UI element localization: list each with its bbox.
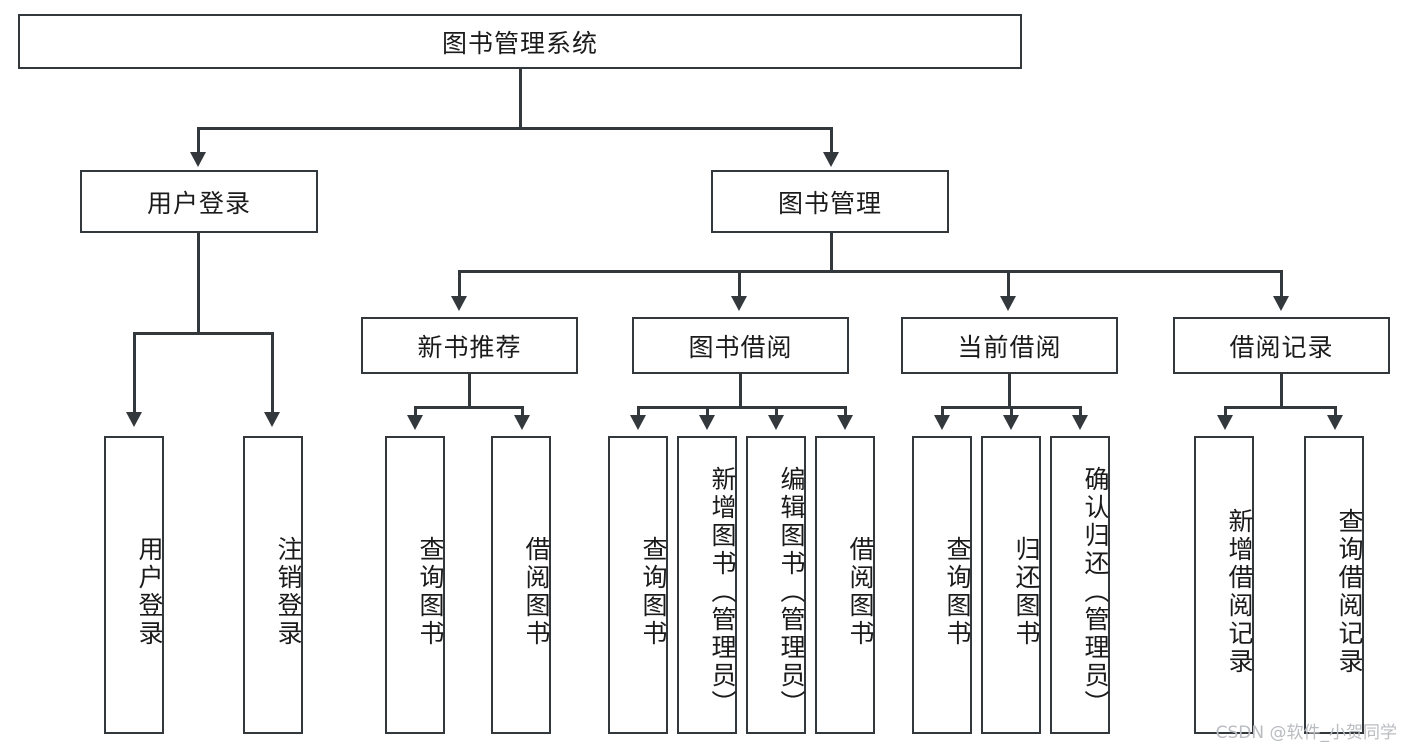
arrowhead-leaf-logout bbox=[264, 412, 280, 427]
edge-root-stem bbox=[519, 69, 522, 129]
leaf-cb-return-book[interactable]: 归还图书 bbox=[981, 436, 1041, 734]
edge-borrow-record-bus bbox=[1224, 406, 1337, 409]
edge-level2-bus bbox=[197, 127, 833, 130]
arrowhead-leaf-user-login bbox=[126, 412, 142, 427]
edge-drop-cb-leaf1 bbox=[941, 406, 944, 420]
leaf-bb-add-book-admin[interactable]: 新增图书（管理员） bbox=[677, 436, 737, 734]
node-label: 当前借阅 bbox=[957, 332, 1062, 362]
node-label: 查询图书 bbox=[416, 536, 445, 648]
arrowhead-br-leaf1 bbox=[1217, 415, 1233, 430]
arrowhead-nb-leaf2 bbox=[514, 415, 530, 430]
node-label: 图书管理系统 bbox=[441, 28, 598, 58]
edge-new-book-bus bbox=[414, 406, 524, 409]
leaf-bb-borrow-book[interactable]: 借阅图书 bbox=[815, 436, 875, 734]
node-label: 借阅图书 bbox=[522, 536, 551, 648]
edge-drop-nb-leaf2 bbox=[521, 406, 524, 420]
leaf-cb-confirm-return-admin[interactable]: 确认归还（管理员） bbox=[1050, 436, 1110, 734]
edge-drop-borrow-record bbox=[1280, 270, 1283, 300]
node-label: 归还图书 bbox=[1012, 536, 1041, 648]
node-label: 查询图书 bbox=[639, 536, 668, 648]
leaf-bb-query-book[interactable]: 查询图书 bbox=[608, 436, 668, 734]
node-label: 新增借阅记录 bbox=[1225, 508, 1254, 676]
edge-drop-book-management bbox=[830, 127, 833, 157]
arrowhead-cb-leaf2 bbox=[1003, 415, 1019, 430]
edge-drop-cb-leaf3 bbox=[1079, 406, 1082, 420]
node-label: 用户登录 bbox=[146, 188, 251, 218]
edge-drop-user-login bbox=[197, 127, 200, 157]
edge-drop-leaf-user-login bbox=[133, 332, 136, 417]
leaf-br-query-record[interactable]: 查询借阅记录 bbox=[1304, 436, 1364, 734]
node-label: 编辑图书（管理员） bbox=[777, 466, 806, 718]
node-label: 借阅图书 bbox=[846, 536, 875, 648]
node-root-book-management-system[interactable]: 图书管理系统 bbox=[18, 14, 1022, 69]
node-label: 借阅记录 bbox=[1229, 332, 1334, 362]
leaf-user-login[interactable]: 用户登录 bbox=[104, 436, 164, 734]
node-label: 新书推荐 bbox=[417, 332, 522, 362]
leaf-new-book-query[interactable]: 查询图书 bbox=[385, 436, 445, 734]
arrowhead-bb-leaf3 bbox=[768, 415, 784, 430]
edge-drop-cb-leaf2 bbox=[1010, 406, 1013, 420]
leaf-new-book-borrow[interactable]: 借阅图书 bbox=[491, 436, 551, 734]
edge-drop-current-borrow bbox=[1007, 270, 1010, 300]
arrowhead-user-login bbox=[190, 152, 206, 167]
node-book-borrow[interactable]: 图书借阅 bbox=[632, 317, 849, 374]
node-label: 查询借阅记录 bbox=[1335, 508, 1364, 676]
leaf-logout[interactable]: 注销登录 bbox=[243, 436, 303, 734]
leaf-bb-edit-book-admin[interactable]: 编辑图书（管理员） bbox=[746, 436, 806, 734]
node-user-login[interactable]: 用户登录 bbox=[80, 170, 318, 233]
edge-book-management-stem bbox=[830, 233, 833, 273]
arrowhead-new-book bbox=[451, 296, 467, 311]
edge-new-book-stem bbox=[468, 374, 471, 408]
leaf-cb-query-book[interactable]: 查询图书 bbox=[912, 436, 972, 734]
node-label: 用户登录 bbox=[135, 536, 164, 648]
arrowhead-current-borrow bbox=[1000, 296, 1016, 311]
edge-user-login-stem bbox=[197, 233, 200, 334]
edge-drop-br-leaf2 bbox=[1334, 406, 1337, 420]
edge-drop-book-borrow bbox=[738, 270, 741, 300]
node-borrow-record[interactable]: 借阅记录 bbox=[1173, 317, 1390, 374]
node-label: 注销登录 bbox=[274, 536, 303, 648]
edge-book-borrow-stem bbox=[739, 374, 742, 408]
arrowhead-book-borrow bbox=[731, 296, 747, 311]
edge-drop-nb-leaf1 bbox=[414, 406, 417, 420]
arrowhead-book-management bbox=[823, 152, 839, 167]
edge-current-borrow-stem bbox=[1008, 374, 1011, 408]
node-label: 图书管理 bbox=[777, 188, 882, 218]
arrowhead-cb-leaf3 bbox=[1072, 415, 1088, 430]
arrowhead-nb-leaf1 bbox=[407, 415, 423, 430]
arrowhead-borrow-record bbox=[1273, 296, 1289, 311]
edge-borrow-record-stem bbox=[1280, 374, 1283, 408]
node-book-management[interactable]: 图书管理 bbox=[711, 170, 949, 233]
edge-user-login-bus bbox=[133, 332, 274, 335]
node-new-book-recommend[interactable]: 新书推荐 bbox=[361, 317, 578, 374]
node-label: 图书借阅 bbox=[688, 332, 793, 362]
node-label: 新增图书（管理员） bbox=[708, 466, 737, 718]
edge-drop-br-leaf1 bbox=[1224, 406, 1227, 420]
edge-book-borrow-bus bbox=[637, 406, 846, 409]
node-current-borrow[interactable]: 当前借阅 bbox=[901, 317, 1118, 374]
edge-drop-bb-leaf1 bbox=[637, 406, 640, 420]
edge-drop-bb-leaf4 bbox=[844, 406, 847, 420]
node-label: 确认归还（管理员） bbox=[1081, 466, 1110, 718]
node-label: 查询图书 bbox=[943, 536, 972, 648]
arrowhead-bb-leaf4 bbox=[837, 415, 853, 430]
edge-level3-bus bbox=[458, 270, 1283, 273]
edge-drop-bb-leaf3 bbox=[775, 406, 778, 420]
arrowhead-bb-leaf2 bbox=[699, 415, 715, 430]
edge-drop-leaf-logout bbox=[271, 332, 274, 417]
arrowhead-cb-leaf1 bbox=[934, 415, 950, 430]
arrowhead-bb-leaf1 bbox=[630, 415, 646, 430]
arrowhead-br-leaf2 bbox=[1327, 415, 1343, 430]
edge-drop-new-book bbox=[458, 270, 461, 300]
edge-drop-bb-leaf2 bbox=[706, 406, 709, 420]
leaf-br-add-record[interactable]: 新增借阅记录 bbox=[1194, 436, 1254, 734]
